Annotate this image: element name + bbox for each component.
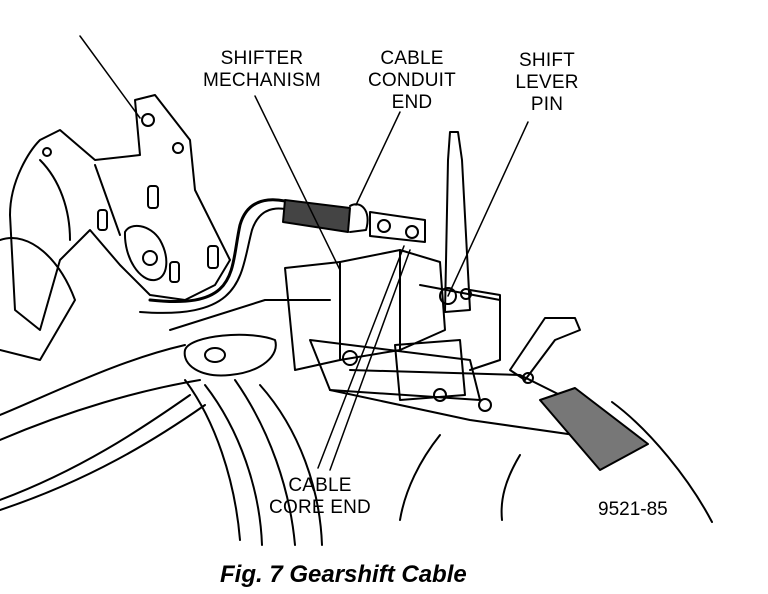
label-line: END (391, 92, 433, 113)
label-line: CONDUIT (368, 70, 456, 91)
console-pad (539, 387, 649, 471)
pivot-boss (183, 333, 277, 377)
linkage-bracket (509, 317, 581, 384)
gearshift-cable (139, 198, 426, 314)
label-shifter-mechanism: SHIFTER MECHANISM (192, 48, 332, 92)
label-shift-lever-pin: SHIFT LEVER PIN (502, 50, 592, 116)
label-cable-conduit-end: CABLE CONDUIT END (362, 48, 462, 114)
label-line: SHIFT (519, 50, 575, 71)
shifter-mechanism (284, 249, 611, 441)
shift-lever (439, 131, 501, 313)
floor-pan (0, 237, 713, 546)
leader-lines (79, 35, 529, 471)
label-line: CABLE (288, 475, 352, 496)
label-line: MECHANISM (203, 70, 321, 91)
label-cable-core-end: CABLE CORE END (255, 475, 385, 519)
label-line: CORE END (269, 497, 371, 518)
bracket-plate (9, 94, 231, 331)
figure-number: 9521-85 (598, 499, 668, 520)
label-line: PIN (530, 94, 564, 115)
label-line: CABLE (380, 48, 444, 69)
figure-caption: Fig. 7 Gearshift Cable (220, 561, 467, 588)
label-line: LEVER (515, 72, 579, 93)
label-line: SHIFTER (220, 48, 304, 69)
